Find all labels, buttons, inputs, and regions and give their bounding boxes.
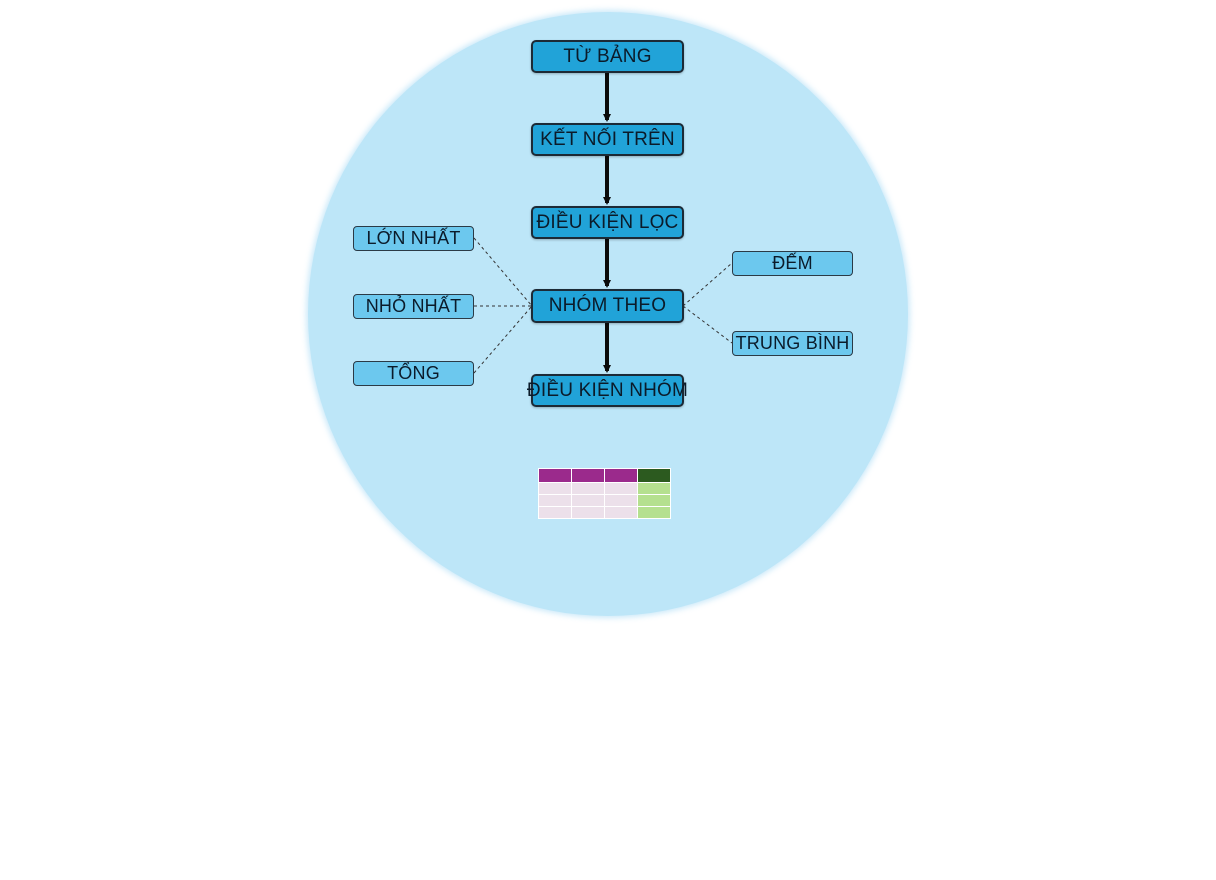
- table-header-cell: [604, 468, 638, 483]
- table-row: [538, 494, 671, 507]
- table-cell-aggregate: [637, 506, 671, 519]
- table-cell: [538, 494, 572, 507]
- step-join-on: KẾT NỐI TRÊN: [531, 123, 684, 156]
- step-from-table: TỪ BẢNG: [531, 40, 684, 73]
- table-cell: [571, 482, 605, 495]
- table-cell-aggregate: [637, 482, 671, 495]
- table-cell: [538, 482, 572, 495]
- aggregate-max: LỚN NHẤT: [353, 226, 474, 251]
- aggregate-average: TRUNG BÌNH: [732, 331, 853, 356]
- table-row: [538, 482, 671, 495]
- aggregate-min: NHỎ NHẤT: [353, 294, 474, 319]
- table-cell: [538, 506, 572, 519]
- table-header-cell-aggregate: [637, 468, 671, 483]
- dashed-link-sum: [473, 305, 533, 374]
- table-row: [538, 506, 671, 519]
- dashed-link-max: [473, 237, 533, 307]
- table-cell-aggregate: [637, 494, 671, 507]
- dashed-link-avg: [682, 305, 733, 344]
- table-cell: [571, 494, 605, 507]
- table-cell: [604, 494, 638, 507]
- step-where-condition: ĐIỀU KIỆN LỌC: [531, 206, 684, 239]
- table-header-cell: [571, 468, 605, 483]
- dashed-link-count: [682, 262, 733, 307]
- aggregate-count: ĐẾM: [732, 251, 853, 276]
- table-cell: [604, 482, 638, 495]
- table-header-cell: [538, 468, 572, 483]
- table-cell: [604, 506, 638, 519]
- table-header-row: [538, 468, 671, 483]
- result-table-icon: [538, 468, 671, 519]
- table-cell: [571, 506, 605, 519]
- step-having-condition: ĐIỀU KIỆN NHÓM: [527, 374, 688, 407]
- aggregate-sum: TỔNG: [353, 361, 474, 386]
- step-group-by: NHÓM THEO: [531, 289, 684, 323]
